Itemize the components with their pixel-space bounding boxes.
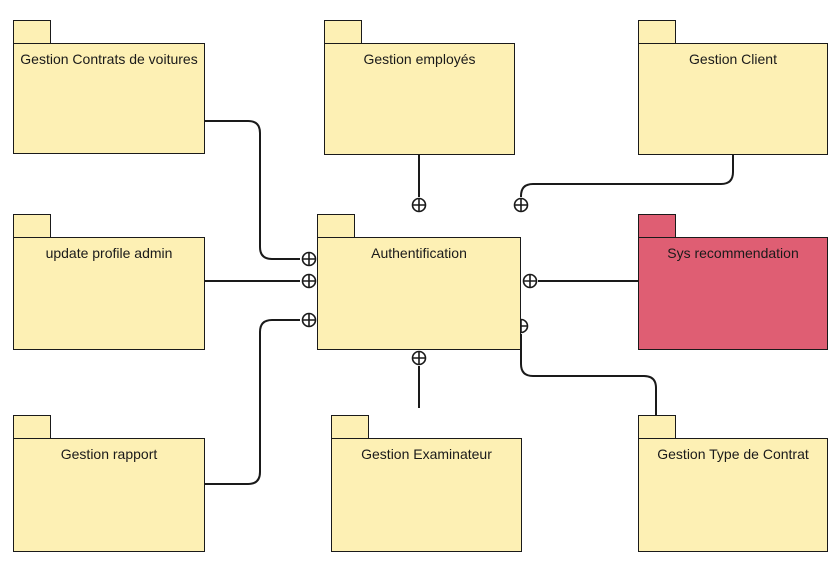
package-label: Authentification — [371, 245, 467, 261]
package-body — [331, 438, 522, 552]
package-label: Gestion Examinateur — [361, 446, 492, 462]
connector-rapport-auth — [205, 319, 300, 485]
package-label: Gestion rapport — [60, 446, 158, 462]
nest-symbol-icon — [301, 251, 317, 267]
nesting-symbols — [301, 197, 538, 366]
package-body — [13, 43, 205, 154]
package-body — [638, 237, 828, 350]
package-label: Gestion employés — [363, 51, 476, 67]
package-tab — [331, 415, 369, 439]
package-tab — [638, 20, 676, 44]
nest-symbol-icon — [411, 350, 427, 366]
package-body — [13, 237, 205, 350]
package-tab — [13, 214, 51, 238]
package-tab — [324, 20, 362, 44]
package-tab — [638, 214, 676, 238]
package-label: Gestion Type de Contrat — [657, 446, 809, 462]
package-tab — [13, 415, 51, 439]
nest-symbol-icon — [522, 273, 538, 289]
connector-typecontrat-auth — [520, 334, 657, 418]
package-tab — [638, 415, 676, 439]
package-label: Gestion Client — [689, 51, 777, 67]
connector-contrats-auth — [205, 120, 300, 260]
package-tab — [13, 20, 51, 44]
package-label: update profile admin — [45, 245, 173, 261]
package-tab — [317, 214, 355, 238]
package-body — [13, 438, 205, 552]
connector-client-auth — [520, 155, 734, 197]
package-body — [317, 237, 521, 350]
package-body — [638, 438, 828, 552]
package-body — [638, 43, 828, 155]
package-label: Sys recommendation — [667, 245, 799, 261]
nest-symbol-icon — [301, 312, 317, 328]
nest-symbol-icon — [301, 273, 317, 289]
nest-symbol-icon — [411, 197, 427, 213]
package-body — [324, 43, 515, 155]
nest-symbol-icon — [513, 197, 529, 213]
package-label: Gestion Contrats de voitures — [20, 51, 198, 67]
